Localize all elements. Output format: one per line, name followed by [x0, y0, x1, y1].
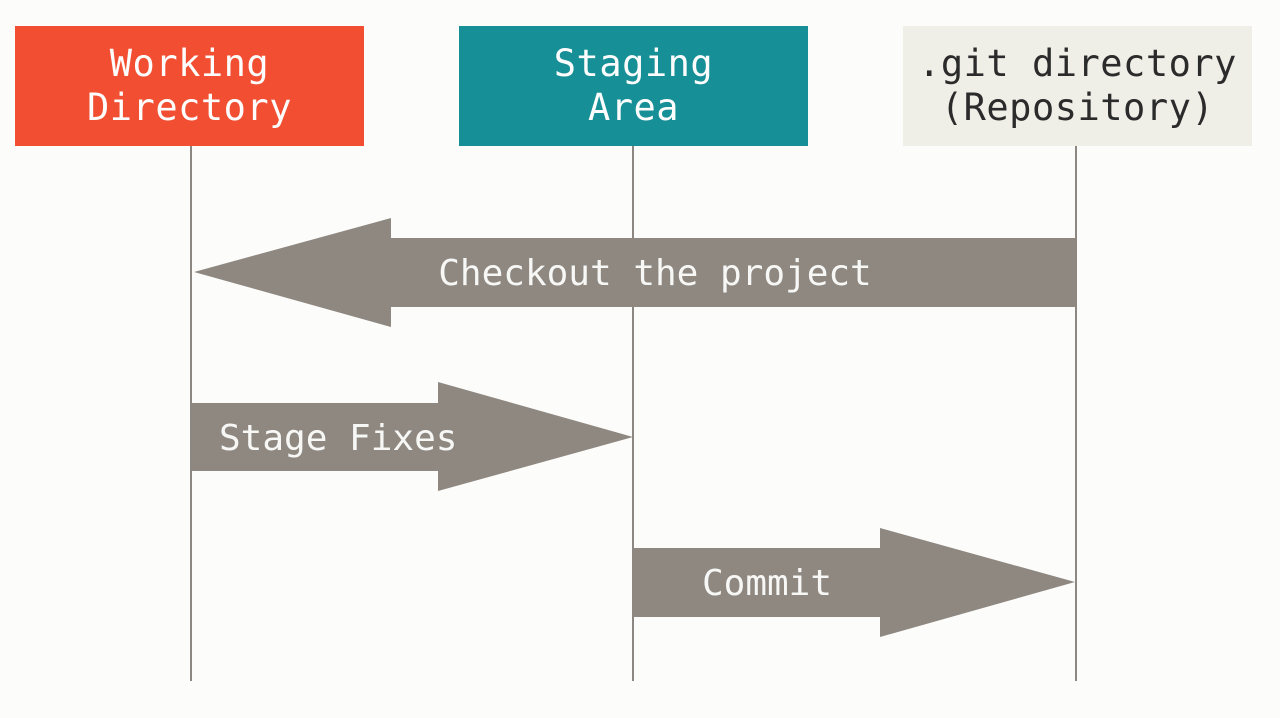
commit-arrow-shape [634, 528, 1075, 637]
commit-arrow: Commit [634, 528, 1075, 637]
stage-fixes-arrow: Stage Fixes [192, 382, 633, 491]
checkout-arrow-label: Checkout the project [438, 253, 871, 294]
repository-label-line2: (Repository) [940, 86, 1215, 129]
staging-area-box: Staging Area [459, 26, 808, 146]
staging-area-label-line1: Staging [553, 42, 714, 85]
working-directory-label-line2: Directory [87, 86, 292, 129]
stage-fixes-arrow-label: Stage Fixes [219, 418, 457, 459]
commit-arrow-label: Commit [702, 563, 832, 604]
checkout-arrow: Checkout the project [194, 218, 1076, 327]
repository-box: .git directory (Repository) [903, 26, 1252, 146]
working-directory-label-line1: Working [109, 42, 270, 85]
checkout-arrow-shape [194, 218, 1076, 327]
staging-area-label-line2: Area [587, 86, 680, 129]
working-directory-box: Working Directory [15, 26, 364, 146]
stage-fixes-arrow-shape [192, 382, 633, 491]
repository-label-line1: .git directory [918, 42, 1237, 85]
